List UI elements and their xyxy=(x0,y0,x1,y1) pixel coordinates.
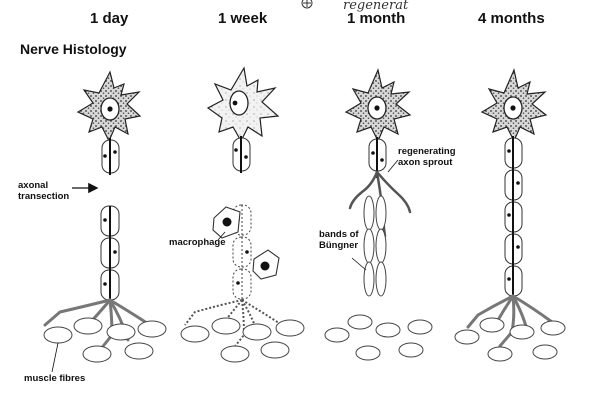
section-title: Nerve Histology xyxy=(20,41,127,57)
schwann-nucleus xyxy=(113,250,117,254)
label-axonal-line2: transection xyxy=(18,191,70,202)
nucleolus-1-week xyxy=(232,100,238,106)
muscle-fibre xyxy=(211,317,241,335)
muscle-fibre xyxy=(220,345,250,363)
muscle-fibre xyxy=(43,326,73,344)
muscle-fibre xyxy=(487,346,513,362)
muscle-fibre xyxy=(180,325,210,343)
label-regenerating-line1: regenerating xyxy=(398,146,456,157)
schwann-nucleus xyxy=(516,245,520,249)
schwann-nucleus xyxy=(507,213,511,217)
schwann-nucleus xyxy=(244,155,248,159)
muscle-fibre xyxy=(375,322,401,338)
schwann-nucleus xyxy=(234,148,238,152)
schwann-nucleus xyxy=(507,277,511,281)
muscle-fibre xyxy=(137,320,167,338)
handwritten-mark xyxy=(301,0,313,9)
neuron-1-day xyxy=(43,70,152,352)
muscle-fibre xyxy=(540,320,566,336)
label-muscle-fibres: muscle fibres xyxy=(24,373,86,384)
label-regenerating-axon-sprout: regenerating axon sprout xyxy=(398,146,456,168)
schwann-nucleus xyxy=(507,149,511,153)
muscle-fibre xyxy=(479,317,505,333)
muscle-fibre xyxy=(347,314,373,330)
degenerating-segment-1-week xyxy=(232,204,252,301)
sprout-pointer xyxy=(387,159,399,173)
terminal-branches-4-months xyxy=(466,294,554,348)
muscle-fibre xyxy=(275,319,305,337)
nucleus-1-week xyxy=(229,90,249,116)
muscle-fibres-1-week xyxy=(180,317,305,363)
neuron-4-months xyxy=(466,68,554,348)
muscle-fibre xyxy=(82,345,112,363)
column-title-1-month: 1 month xyxy=(347,10,406,27)
muscle-fibre xyxy=(106,323,136,341)
muscle-fibre xyxy=(407,319,433,335)
neuron-1-month xyxy=(344,68,412,297)
neuron-1-week xyxy=(184,66,283,351)
muscle-fibre xyxy=(509,324,535,340)
muscle-fibre xyxy=(355,345,381,361)
muscle-fibres-4-months xyxy=(454,317,566,362)
schwann-nucleus xyxy=(103,154,107,158)
label-macrophage: macrophage xyxy=(169,237,226,248)
label-axonal-transection: axonal transection xyxy=(18,180,69,202)
label-regenerating-line2: axon sprout xyxy=(398,157,453,168)
schwann-nucleus xyxy=(113,150,117,154)
macrophage-nucleus xyxy=(222,217,232,227)
muscle-fibre xyxy=(454,329,480,345)
schwann-nucleus xyxy=(236,281,240,285)
label-bands-line2: Büngner xyxy=(319,240,359,251)
column-title-1-day: 1 day xyxy=(90,10,129,27)
label-axonal-line1: axonal xyxy=(18,180,49,191)
macrophage-cells xyxy=(212,206,280,280)
label-bands-line1: bands of xyxy=(319,229,359,240)
muscle-fibre xyxy=(260,341,290,359)
schwann-nucleus xyxy=(245,250,249,254)
nucleolus-4-months xyxy=(510,105,516,111)
muscle-fibres-1-day xyxy=(43,317,167,363)
muscle-fibre xyxy=(532,344,558,360)
column-title-4-months: 4 months xyxy=(478,10,545,27)
column-title-1-week: 1 week xyxy=(218,10,268,27)
muscle-fibres-pointer xyxy=(51,342,59,373)
schwann-nucleus xyxy=(516,181,520,185)
muscle-fibre xyxy=(124,342,154,360)
schwann-nucleus xyxy=(103,218,107,222)
handwritten-note: regenerat xyxy=(343,0,409,13)
schwann-nucleus xyxy=(371,151,375,155)
muscle-fibres-1-month xyxy=(324,314,433,361)
macrophage-nucleus xyxy=(260,261,270,271)
nucleolus-1-month xyxy=(374,105,380,111)
muscle-fibre xyxy=(398,342,424,358)
schwann-nucleus xyxy=(103,282,107,286)
bands-of-bungner xyxy=(363,195,387,297)
macrophage-pointer xyxy=(217,231,226,241)
muscle-fibre xyxy=(324,327,350,343)
bands-pointer xyxy=(351,257,367,271)
schwann-nucleus xyxy=(380,158,384,162)
nucleolus-1-day xyxy=(107,106,113,112)
muscle-fibre xyxy=(73,317,103,335)
label-bands-of-bungner: bands of Büngner xyxy=(319,229,359,251)
muscle-fibre xyxy=(242,323,272,341)
